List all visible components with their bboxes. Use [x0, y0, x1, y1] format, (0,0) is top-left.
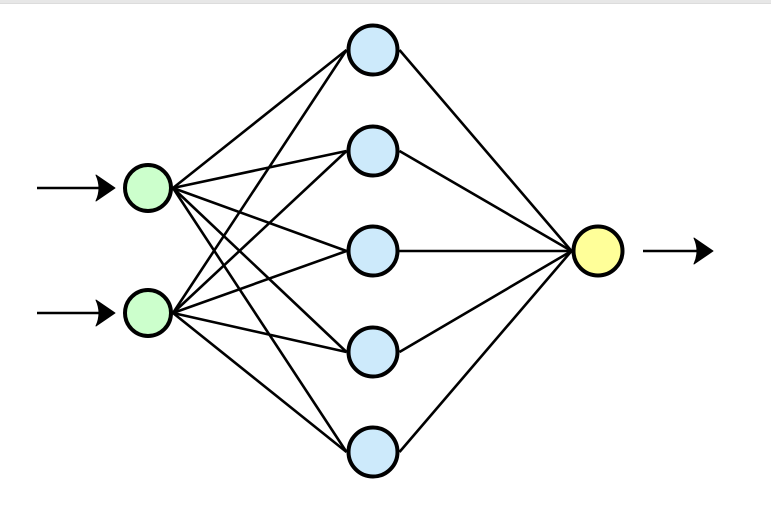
edge-in2-h1 — [171, 49, 348, 314]
input-arrow-2-icon-head — [95, 299, 116, 327]
edge-in2-h5 — [172, 311, 348, 454]
input-node-2 — [123, 288, 173, 338]
arrows-layer — [37, 174, 714, 327]
hidden-node-4 — [346, 325, 400, 379]
window-top-edge — [0, 0, 771, 4]
edge-in2-h2 — [172, 150, 348, 314]
edge-in1-h4 — [172, 187, 348, 353]
input-arrow-1-icon — [37, 174, 116, 202]
hidden-node-2 — [346, 124, 400, 178]
edge-in1-h2 — [172, 149, 347, 190]
hidden-layer — [346, 23, 400, 479]
input-layer — [123, 163, 173, 338]
output-arrow-1-icon — [643, 237, 714, 265]
hidden-node-3 — [346, 224, 400, 278]
output-arrow-1-icon-head — [693, 237, 714, 265]
hidden-node-1 — [346, 23, 400, 77]
input-arrow-1-icon-head — [95, 174, 116, 202]
input-node-1 — [123, 163, 173, 213]
edge-in2-h4 — [172, 311, 347, 354]
edge-h5-out1 — [398, 250, 573, 453]
edge-in2-h3 — [172, 249, 347, 315]
edge-in1-h5 — [171, 187, 348, 453]
edge-in1-h1 — [172, 48, 348, 190]
edge-h2-out1 — [398, 149, 573, 253]
edges-layer — [171, 48, 573, 454]
output-node-1 — [571, 224, 625, 278]
output-layer — [571, 224, 625, 278]
edge-h4-out1 — [398, 249, 573, 354]
edge-h1-out1 — [398, 49, 573, 252]
edge-in1-h3 — [172, 186, 347, 253]
hidden-node-5 — [346, 425, 400, 479]
input-arrow-2-icon — [37, 299, 116, 327]
